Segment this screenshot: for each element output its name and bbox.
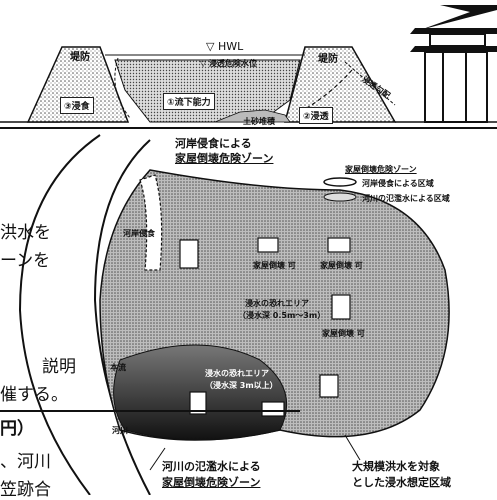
map-title-line2: 家屋倒壊危険ゾーン bbox=[175, 152, 274, 165]
river-erosion-label: 河岸侵食 bbox=[123, 229, 155, 238]
body-text-line6: 、河川 bbox=[0, 452, 51, 472]
legend-title: 家屋倒壊危険ゾーン bbox=[345, 165, 417, 174]
section-divider bbox=[0, 127, 497, 129]
honzome-label: 本流 bbox=[110, 363, 126, 372]
seepage-label: ②浸透 bbox=[299, 107, 333, 124]
body-text-line3: 説明 bbox=[42, 357, 76, 377]
levee-right-label: 堤防 bbox=[318, 54, 338, 65]
legend-item-2: 河川の氾濫水による区域 bbox=[362, 194, 450, 203]
river-label: 河川 bbox=[112, 426, 128, 435]
body-divider bbox=[0, 410, 300, 412]
hazard-map bbox=[18, 134, 450, 495]
deep-area-line2: （浸水深 3m以上） bbox=[205, 381, 278, 390]
deep-area-line1: 浸水の恐れエリア bbox=[205, 369, 269, 378]
house-label-1: 家屋倒壊 可 bbox=[253, 261, 296, 270]
bottom-right-line2: とした浸水想定区域 bbox=[352, 476, 451, 489]
levee-left-label: 堤防 bbox=[70, 52, 90, 63]
house-label-3: 家屋倒壊 可 bbox=[322, 329, 365, 338]
house-label-2: 家屋倒壊 可 bbox=[320, 261, 363, 270]
erosion-label: ③浸食 bbox=[60, 97, 94, 114]
building-icon bbox=[410, 5, 497, 123]
flow-capacity-label: ①流下能力 bbox=[163, 93, 215, 110]
bottom-left-line1: 河川の氾濫水による bbox=[162, 460, 261, 473]
body-text-line1: 洪水を bbox=[0, 223, 51, 243]
body-text-line2: ーンを bbox=[0, 251, 51, 271]
body-text-line5: 円） bbox=[0, 419, 34, 439]
sediment-label: 土砂堆積 bbox=[243, 117, 275, 126]
flood-area-line1: 浸水の恐れエリア bbox=[245, 299, 309, 308]
flood-area-line2: （浸水深 0.5m～3m） bbox=[238, 311, 326, 320]
legend-item-1: 河岸侵食による区域 bbox=[362, 179, 434, 188]
hwl-label: ▽ HWL bbox=[206, 40, 244, 53]
bottom-left-line2: 家屋倒壊危険ゾーン bbox=[162, 476, 261, 489]
flood-level-label: ▽ 浸透危険水位 bbox=[200, 59, 257, 68]
levee-cross-section bbox=[0, 5, 497, 123]
body-text-line4: 催する。 bbox=[0, 385, 68, 405]
bottom-right-line1: 大規模洪水を対象 bbox=[352, 460, 440, 473]
map-title-line1: 河岸侵食による bbox=[175, 137, 252, 150]
body-text-line7: 笠跡合 bbox=[0, 480, 51, 500]
